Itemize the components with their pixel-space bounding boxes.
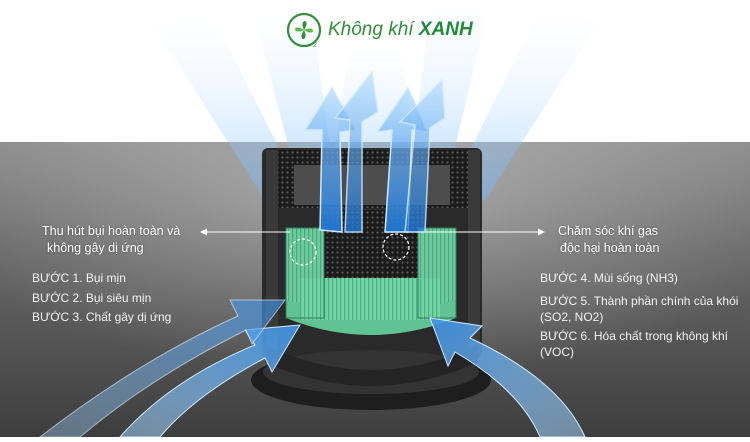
step-1: BƯỚC 1. Bụi mịn	[32, 271, 126, 285]
step-3: BƯỚC 3. Chất gây dị ứng	[32, 310, 172, 324]
step-5-detail: (SO2, NO2)	[540, 310, 604, 324]
dashed-marker-left	[289, 238, 317, 266]
step-6-detail: (VOC)	[540, 345, 574, 359]
brand-name-light: Không khí	[328, 19, 419, 40]
step-6: BƯỚC 6. Hóa chất trong không khí	[540, 329, 728, 343]
incoming-air-arrows	[38, 299, 586, 438]
left-callout-line-2: không gây dị ứng	[47, 241, 144, 255]
brand-name-bold: XANH	[418, 19, 473, 40]
right-callout-line-1: Chăm sóc khí gas	[558, 224, 659, 238]
right-callout-line-2: độc hại hoàn toàn	[560, 241, 660, 255]
fan-leaf-icon: 2	[286, 12, 322, 48]
step-5: BƯỚC 5. Thành phần chính của khói	[540, 294, 739, 308]
dashed-marker-right	[382, 233, 410, 261]
upward-arrows	[303, 70, 446, 233]
left-callout-line-1: Thu hút bụi hoàn toàn và	[42, 224, 181, 238]
step-2: BƯỚC 2. Bụi siêu mịn	[32, 291, 152, 305]
green-filter	[285, 227, 457, 335]
brand-name: Không khí XANH	[328, 19, 473, 41]
svg-text:2: 2	[313, 42, 317, 48]
brand-logo: 2 Không khí XANH	[286, 8, 473, 52]
step-4: BƯỚC 4. Mùi sống (NH3)	[540, 271, 678, 285]
